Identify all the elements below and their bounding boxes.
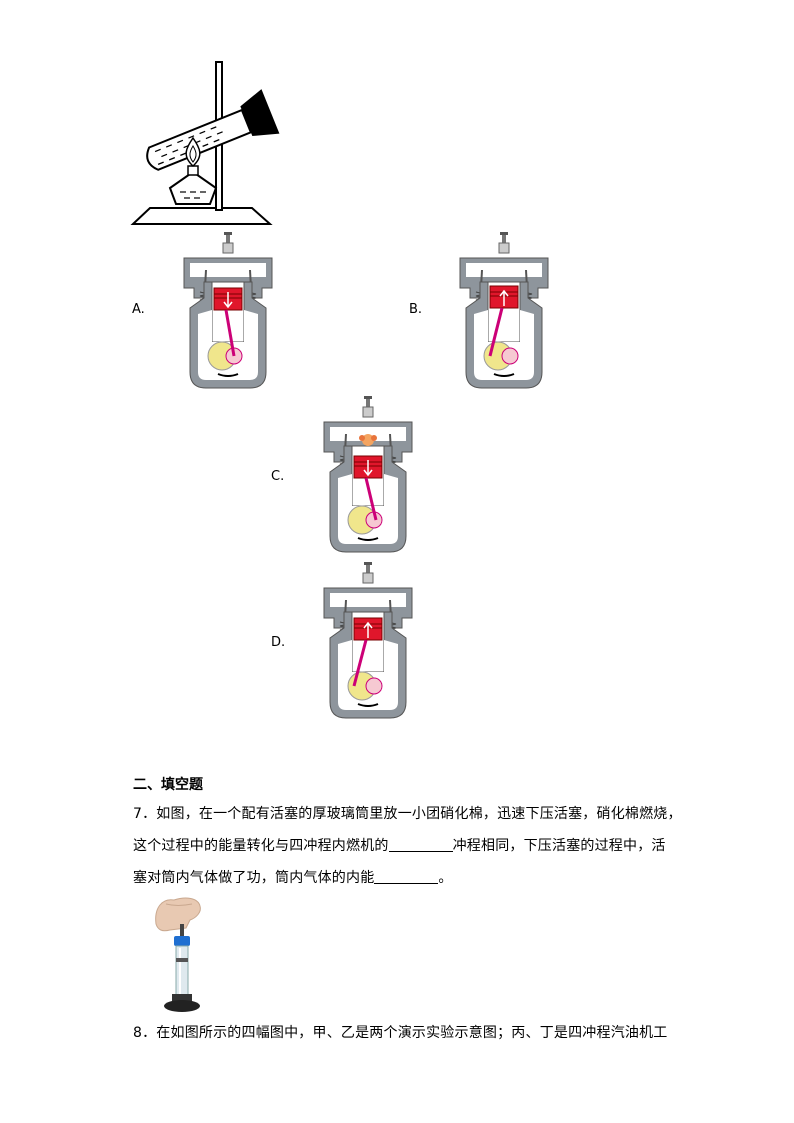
engine-figure-a[interactable] (178, 232, 278, 390)
arrow-down-icon (363, 460, 373, 477)
option-c-label[interactable]: C. (271, 469, 285, 484)
answer-blank-1[interactable] (388, 837, 453, 852)
engine-figure-c[interactable] (318, 394, 418, 560)
heating-apparatus-figure (130, 58, 280, 230)
engine-figure-d[interactable] (318, 562, 418, 724)
q7-line1: 7．如图，在一个配有活塞的厚玻璃筒里放一小团硝化棉，迅速下压活塞，硝化棉燃烧， (133, 806, 682, 822)
option-d-label[interactable]: D. (271, 635, 286, 650)
question-7: 7．如图，在一个配有活塞的厚玻璃筒里放一小团硝化棉，迅速下压活塞，硝化棉燃烧， … (133, 798, 682, 894)
engine-figure-b[interactable] (454, 228, 554, 390)
glass-cylinder-figure (152, 894, 212, 1016)
section-title: 二、填空题 (133, 777, 203, 793)
question-8: 8．在如图所示的四幅图中，甲、乙是两个演示实验示意图；丙、丁是四冲程汽油机工 (133, 1017, 668, 1049)
option-b-label[interactable]: B. (409, 302, 423, 317)
q7-line2: 这个过程中的能量转化与四冲程内燃机的冲程相同，下压活塞的过程中，活 (133, 837, 666, 854)
arrow-down-icon (223, 292, 233, 309)
answer-blank-2[interactable] (374, 869, 439, 884)
arrow-up-icon (499, 289, 509, 306)
spark-icon (362, 434, 374, 446)
arrow-up-icon (363, 621, 373, 638)
q8-line1: 8．在如图所示的四幅图中，甲、乙是两个演示实验示意图；丙、丁是四冲程汽油机工 (133, 1025, 668, 1041)
option-a-label[interactable]: A. (132, 302, 145, 317)
q7-line3: 塞对筒内气体做了功，筒内气体的内能。 (133, 869, 453, 886)
